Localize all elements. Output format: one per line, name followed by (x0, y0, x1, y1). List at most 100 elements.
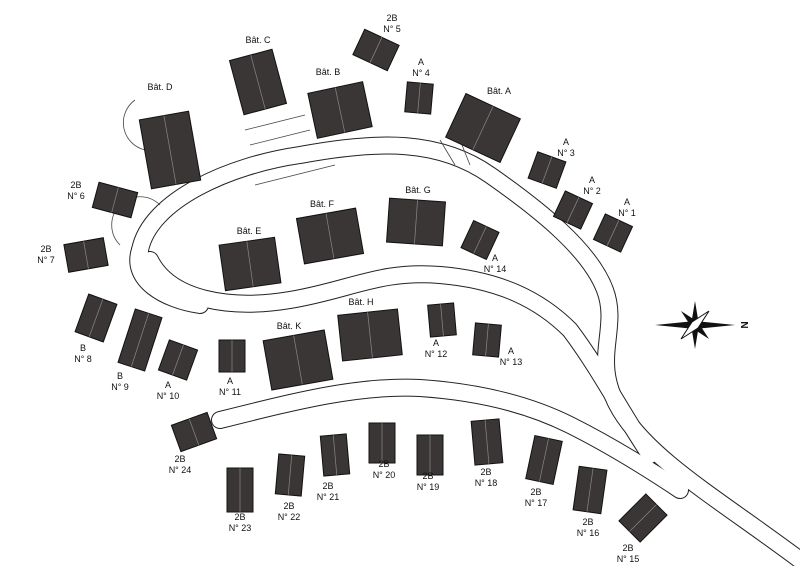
house-type: 2B (322, 481, 334, 491)
house-number: N° 11 (219, 387, 241, 397)
house-type: B (79, 343, 87, 353)
house-type: 2B (378, 459, 390, 469)
building-label: Bât. C (245, 35, 271, 45)
building-footprint-ridge (163, 115, 177, 185)
house-type: 2B (386, 13, 398, 23)
house-type: 2B (422, 471, 434, 481)
building-label: Bât. K (276, 321, 302, 331)
house-footprint-ridge (417, 83, 421, 113)
house-footprint-ridge (88, 299, 104, 337)
house-number: N° 10 (156, 391, 180, 401)
house-number: N° 22 (277, 512, 301, 522)
house-type: 2B (480, 467, 492, 477)
house-type: A (164, 380, 171, 390)
house-number: N° 3 (557, 148, 575, 158)
building-footprint-ridge (293, 335, 303, 385)
house-number: N° 18 (474, 478, 498, 488)
house-footprint-ridge (541, 156, 553, 184)
house-footprint-ridge (440, 304, 444, 336)
house-footprint-ridge (131, 313, 149, 367)
building-footprint-ridge (334, 87, 346, 133)
house-number: N° 12 (424, 349, 448, 359)
house-footprint-ridge (606, 220, 620, 246)
building-label: Bât. F (309, 199, 335, 209)
house-number: N° 19 (416, 482, 440, 492)
house-type: 2B (530, 487, 542, 497)
house-type: 2B (40, 244, 52, 254)
house-type: A (432, 338, 439, 348)
house-type: A (417, 57, 425, 67)
compass-rose-icon (655, 301, 735, 349)
house-number: N° 6 (67, 191, 85, 201)
house-number: N° 20 (372, 470, 396, 480)
house-type: A (226, 376, 234, 386)
house-number: N° 17 (524, 498, 548, 508)
building-label: Bât. A (486, 86, 512, 96)
house-type: A (562, 137, 570, 147)
house-number: N° 1 (618, 208, 636, 218)
house-number: N° 4 (412, 68, 430, 78)
house-footprint-ridge (566, 197, 580, 223)
house-number: N° 23 (228, 523, 252, 533)
house-footprint-ridge (586, 468, 594, 512)
building-footprint-ridge (472, 106, 494, 150)
house-footprint-ridge (484, 420, 490, 464)
house-type: 2B (582, 517, 594, 527)
house-type: A (507, 346, 514, 356)
building-footprint-ridge (325, 213, 335, 259)
house-type: B (116, 371, 124, 381)
building-label: Bât. H (348, 297, 374, 307)
building-footprint-ridge (246, 241, 254, 287)
house-number: N° 14 (483, 264, 507, 274)
house-type: 2B (174, 454, 186, 464)
house-footprint-ridge (473, 226, 487, 254)
building-label: Bât. D (147, 82, 173, 92)
house-number: N° 2 (583, 186, 601, 196)
house-footprint-ridge (83, 241, 89, 269)
building-footprint-ridge (367, 312, 373, 358)
house-type: A (588, 175, 596, 185)
house-number: N° 15 (616, 554, 640, 564)
house-number: N° 13 (499, 357, 523, 367)
house-footprint-ridge (539, 438, 549, 482)
building-footprint-ridge (414, 200, 418, 244)
north-label: N (738, 321, 750, 329)
building-label: Bât. G (405, 185, 431, 195)
house-footprint-ridge (332, 435, 338, 475)
house-type: A (491, 253, 498, 263)
building-label: Bât. E (236, 226, 262, 236)
house-footprint-ridge (629, 504, 657, 532)
house-type: 2B (70, 180, 82, 190)
house-number: N° 24 (168, 465, 192, 475)
house-number: N° 16 (576, 528, 600, 538)
house-footprint-ridge (369, 37, 383, 63)
house-type: 2B (234, 512, 246, 522)
house-footprint-ridge (188, 418, 200, 446)
house-number: N° 7 (37, 255, 55, 265)
road-surfaces (130, 137, 800, 566)
